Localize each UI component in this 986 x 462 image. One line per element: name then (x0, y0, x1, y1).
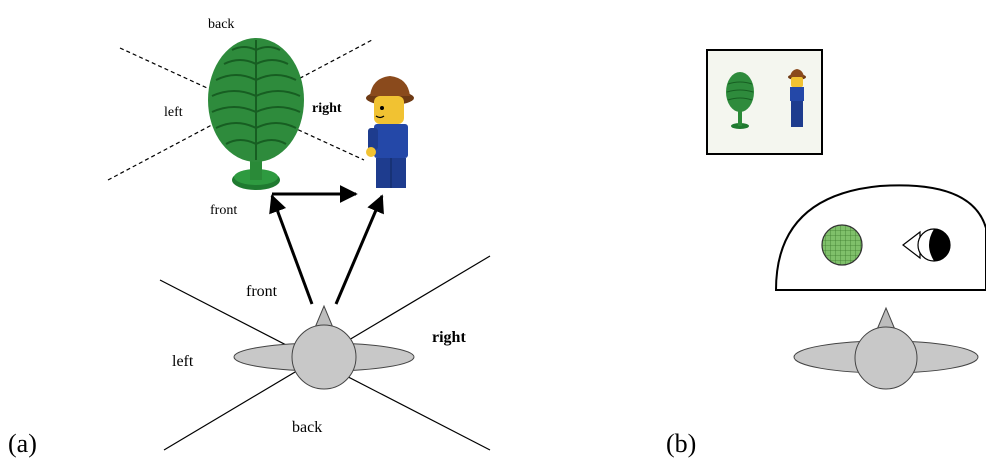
object-front-label: front (210, 203, 237, 218)
visual-field-dome (774, 184, 986, 291)
arrow-viewer-to-figure (334, 194, 384, 305)
viewer-icon (233, 304, 415, 390)
arrow-viewer-to-tree (269, 194, 314, 305)
object-left-label: left (164, 105, 183, 120)
object-right-label: right (312, 101, 342, 116)
lego-man-icon (366, 76, 414, 188)
viewer-back-label: back (292, 419, 322, 436)
tree-icon (208, 38, 304, 190)
eye-icon (902, 228, 951, 262)
viewer-icon-b (793, 306, 979, 390)
panel-b: (b) (666, 49, 986, 458)
panel-a-label: (a) (8, 429, 37, 458)
object-back-label: back (208, 17, 234, 32)
panel-b-label: (b) (666, 429, 696, 458)
panel-a: back left right front front left right b… (8, 17, 491, 458)
viewer-right-label: right (432, 329, 466, 346)
viewer-front-label: front (246, 283, 278, 300)
viewer-left-label: left (172, 353, 194, 370)
scene-photo (706, 49, 823, 155)
tree-symbol (821, 224, 863, 266)
